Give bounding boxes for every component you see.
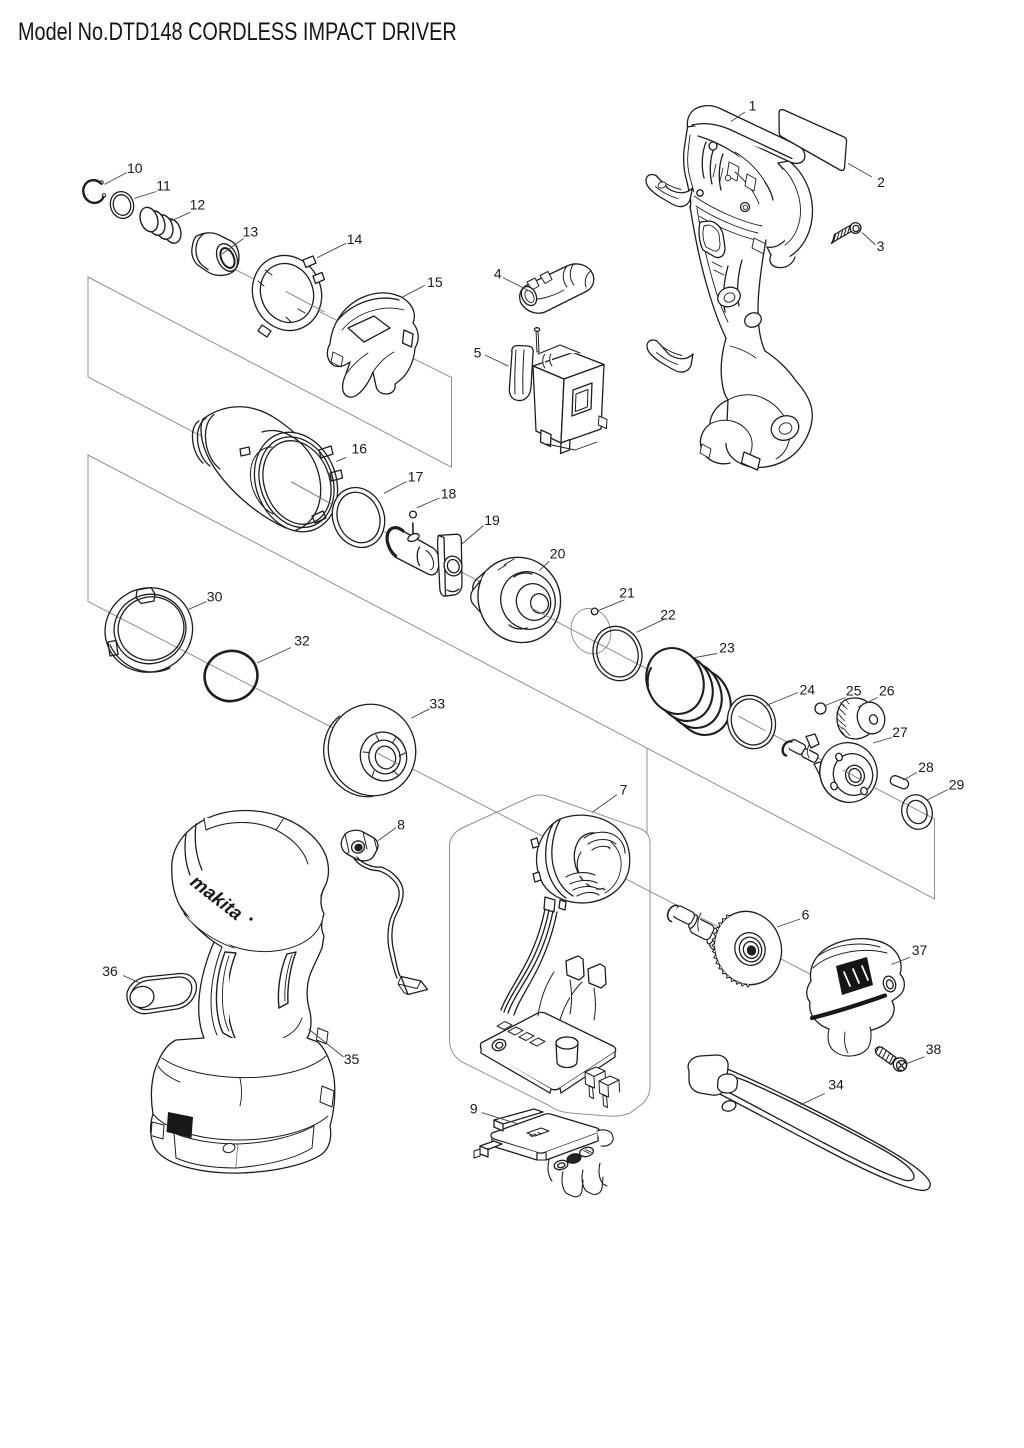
- svg-text:26: 26: [879, 683, 895, 699]
- svg-text:20: 20: [550, 545, 566, 561]
- svg-text:34: 34: [828, 1077, 844, 1093]
- svg-text:16: 16: [352, 441, 368, 457]
- svg-text:11: 11: [156, 178, 171, 194]
- svg-text:36: 36: [102, 963, 118, 979]
- svg-text:17: 17: [408, 469, 424, 485]
- svg-text:8: 8: [397, 817, 405, 833]
- svg-text:24: 24: [800, 682, 816, 698]
- svg-text:4: 4: [494, 266, 502, 282]
- svg-text:33: 33: [429, 696, 445, 712]
- svg-text:15: 15: [427, 274, 443, 290]
- svg-text:2: 2: [877, 174, 885, 190]
- svg-text:25: 25: [846, 683, 862, 699]
- svg-text:18: 18: [441, 486, 457, 502]
- svg-text:7: 7: [620, 782, 628, 798]
- svg-text:10: 10: [127, 160, 143, 176]
- svg-text:12: 12: [190, 197, 206, 213]
- svg-text:14: 14: [347, 231, 363, 247]
- svg-text:37: 37: [912, 942, 928, 958]
- svg-text:6: 6: [802, 907, 810, 923]
- svg-text:30: 30: [207, 589, 223, 605]
- svg-text:22: 22: [660, 607, 676, 623]
- svg-text:13: 13: [243, 224, 259, 240]
- svg-text:35: 35: [344, 1051, 360, 1067]
- svg-text:19: 19: [484, 512, 500, 528]
- svg-text:38: 38: [926, 1041, 942, 1057]
- svg-text:32: 32: [294, 633, 310, 649]
- svg-text:21: 21: [619, 585, 635, 601]
- svg-text:3: 3: [877, 238, 885, 254]
- svg-text:27: 27: [892, 724, 908, 740]
- svg-text:9: 9: [470, 1101, 478, 1117]
- svg-text:1: 1: [749, 98, 757, 114]
- svg-text:23: 23: [719, 640, 735, 656]
- svg-text:29: 29: [949, 777, 965, 793]
- svg-text:28: 28: [918, 759, 934, 775]
- svg-text:5: 5: [474, 345, 482, 361]
